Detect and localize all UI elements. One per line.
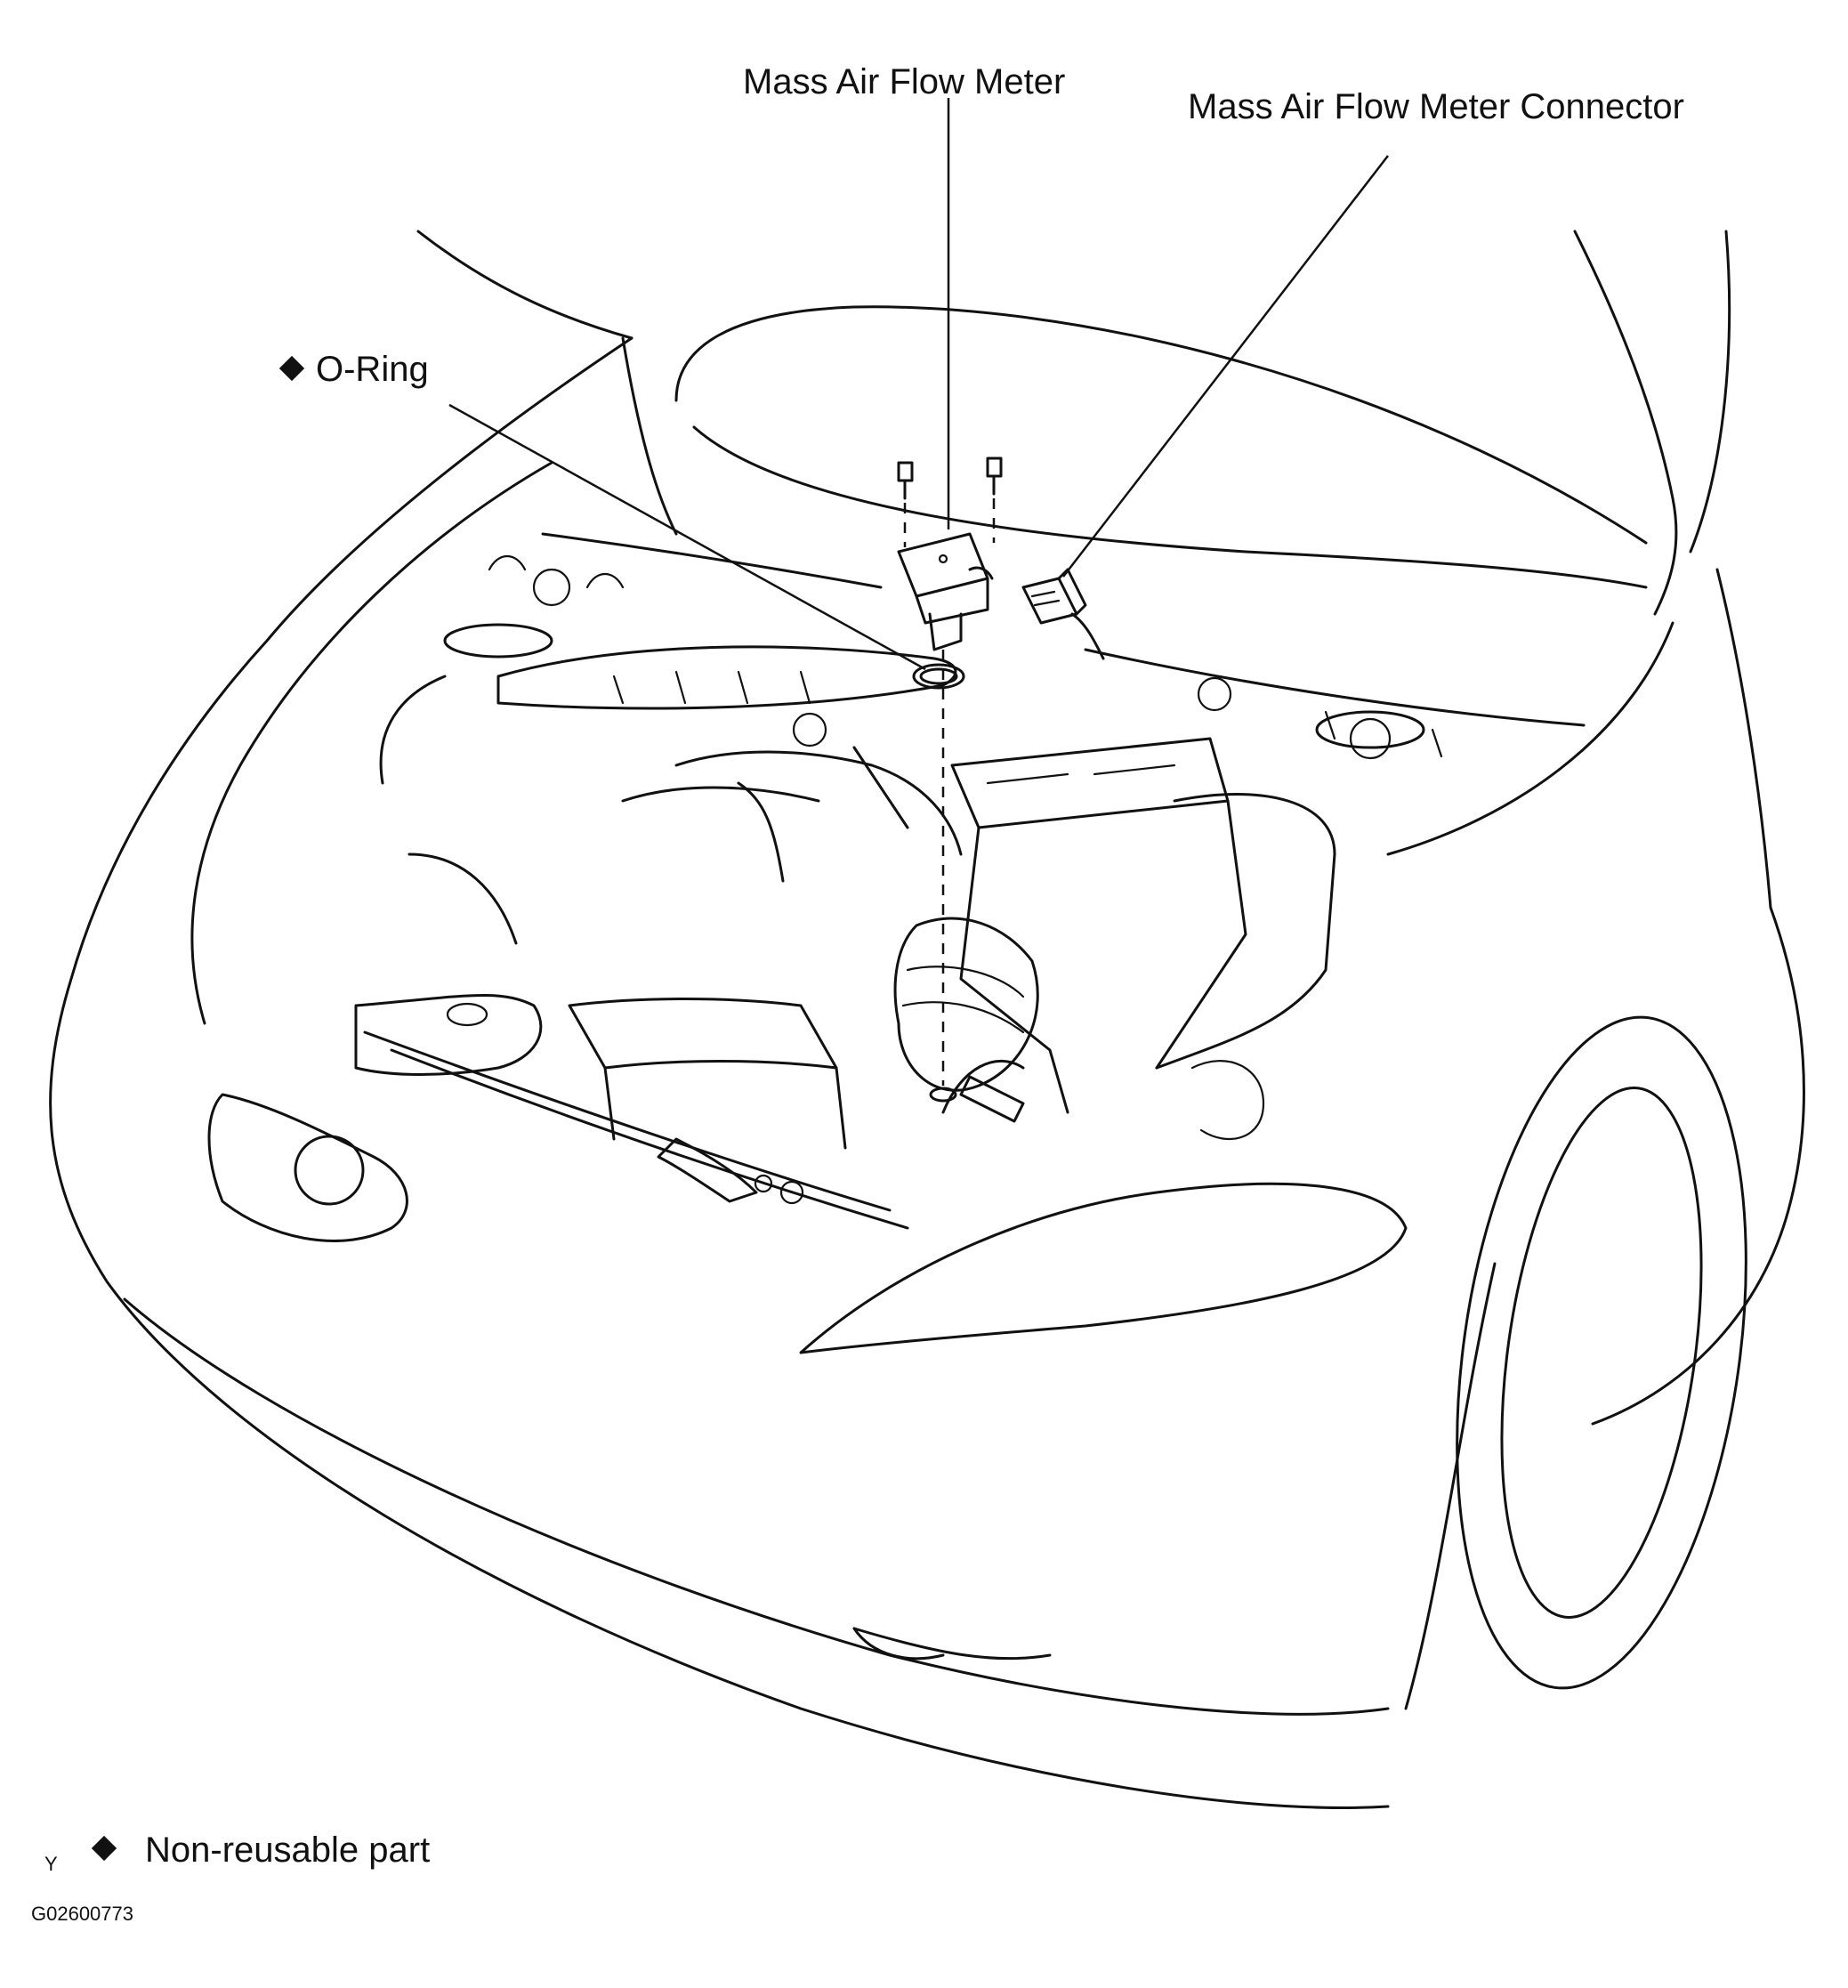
- engine-bay: [354, 532, 1586, 1230]
- o-ring-callout: O-Ring: [278, 350, 429, 389]
- maf-connector-part: [1021, 568, 1105, 660]
- non-reusable-diamond-icon: [278, 355, 305, 382]
- maf-meter-part: [897, 532, 994, 651]
- figure-code: G02600773: [31, 1903, 133, 1925]
- o-ring-part: [912, 663, 965, 690]
- maf-meter-label: Mass Air Flow Meter: [743, 62, 1065, 101]
- legend-diamond-icon: [91, 1835, 117, 1862]
- maf-connector-label: Mass Air Flow Meter Connector: [1188, 87, 1684, 126]
- o-ring-label: O-Ring: [316, 350, 429, 389]
- maf-bolts: [897, 457, 1003, 500]
- legend-text: Non-reusable part: [145, 1830, 430, 1870]
- footer-mark: Y: [44, 1853, 58, 1875]
- car-body: [49, 230, 1805, 1809]
- legend: Non-reusable part: [91, 1830, 430, 1870]
